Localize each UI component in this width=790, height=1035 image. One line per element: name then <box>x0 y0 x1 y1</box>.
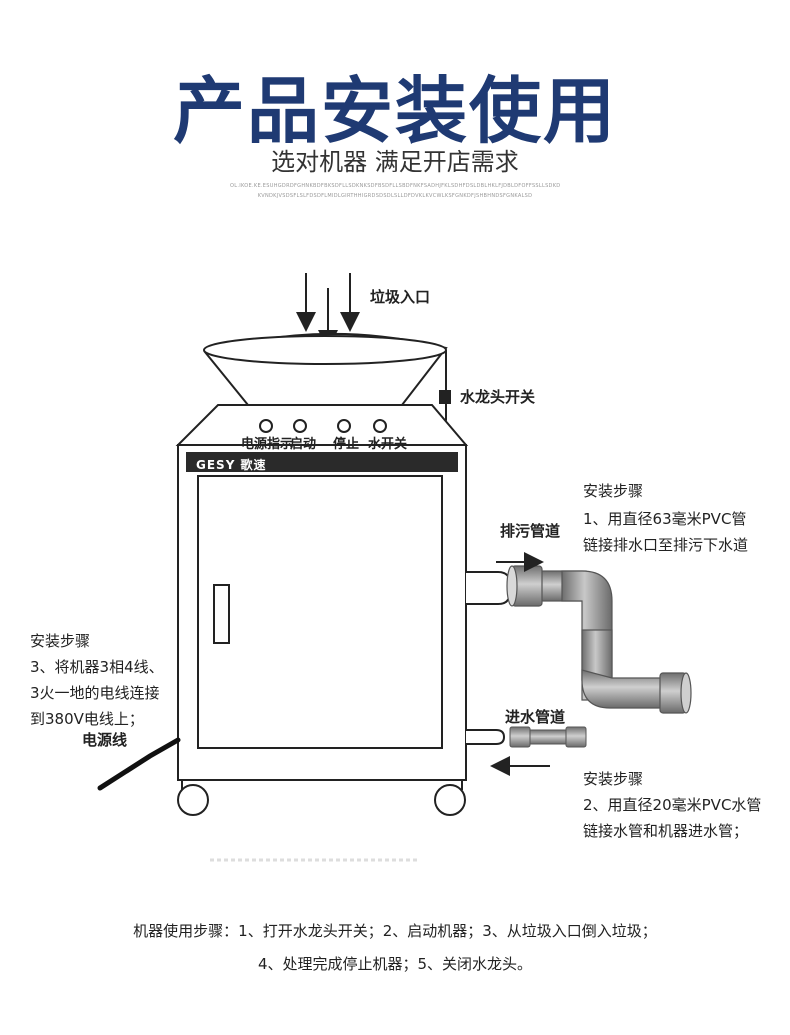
note-left-line1: 3、将机器3相4线、 <box>30 658 164 676</box>
door-handle <box>213 584 230 644</box>
note-right-bottom-line1: 2、用直径20毫米PVC水管 <box>583 796 762 814</box>
machine-door <box>197 475 443 749</box>
label-water-switch: 水开关 <box>368 437 408 452</box>
note-right-top-line2: 链接排水口至排污下水道 <box>583 536 749 554</box>
note-left-line3: 到380V电线上； <box>30 710 144 728</box>
water-inlet-pvc-pipe <box>509 726 587 748</box>
label-drain-pipe: 排污管道 <box>500 522 561 540</box>
drain-pvc-pipe <box>506 565 692 714</box>
water-inlet-stub <box>466 729 506 745</box>
note-right-top-heading: 安装步骤 <box>583 482 644 500</box>
page-title: 产品安装使用 <box>172 69 617 153</box>
note-right-top-line1: 1、用直径63毫米PVC管 <box>583 510 747 528</box>
decorative-fine-text-1: OL.IKOE.KE.ESUHGDRDFGHNKBDFBKSDFLLSDKNKS… <box>230 183 560 189</box>
note-right-bottom-line2: 链接水管和机器进水管； <box>583 822 749 840</box>
decorative-fine-text-2: KVNDKJVSDSFLSLFDSDFLMIDLGIRTHHIGRDSDSDLS… <box>257 193 533 199</box>
brand-logo-text: GESY 歌速 <box>196 458 267 472</box>
note-left-line2: 3火一地的电线连接 <box>30 684 160 702</box>
usage-steps-line2: 4、处理完成停止机器；5、关闭水龙头。 <box>257 955 533 973</box>
control-buttons <box>259 419 387 433</box>
brand-bar <box>186 452 458 472</box>
label-power-cord: 电源线 <box>82 731 128 749</box>
label-start: 启动 <box>290 437 317 452</box>
label-power-indicator: 电源指示 <box>241 437 294 452</box>
legs-and-wheels <box>177 780 466 816</box>
drain-outlet <box>466 571 511 605</box>
label-stop: 停止 <box>333 437 360 452</box>
hopper <box>203 333 448 406</box>
note-left-heading: 安装步骤 <box>30 632 91 650</box>
flow-arrows <box>490 552 550 776</box>
label-water-inlet-pipe: 进水管道 <box>505 708 566 726</box>
note-right-bottom-heading: 安装步骤 <box>583 770 644 788</box>
label-faucet-switch: 水龙头开关 <box>460 388 536 406</box>
page-subtitle: 选对机器 满足开店需求 <box>271 148 519 176</box>
usage-steps-line1: 机器使用步骤：1、打开水龙头开关；2、启动机器；3、从垃圾入口倒入垃圾； <box>133 922 657 940</box>
label-garbage-inlet: 垃圾入口 <box>370 288 431 306</box>
power-cord <box>97 737 181 791</box>
control-section <box>175 404 469 446</box>
